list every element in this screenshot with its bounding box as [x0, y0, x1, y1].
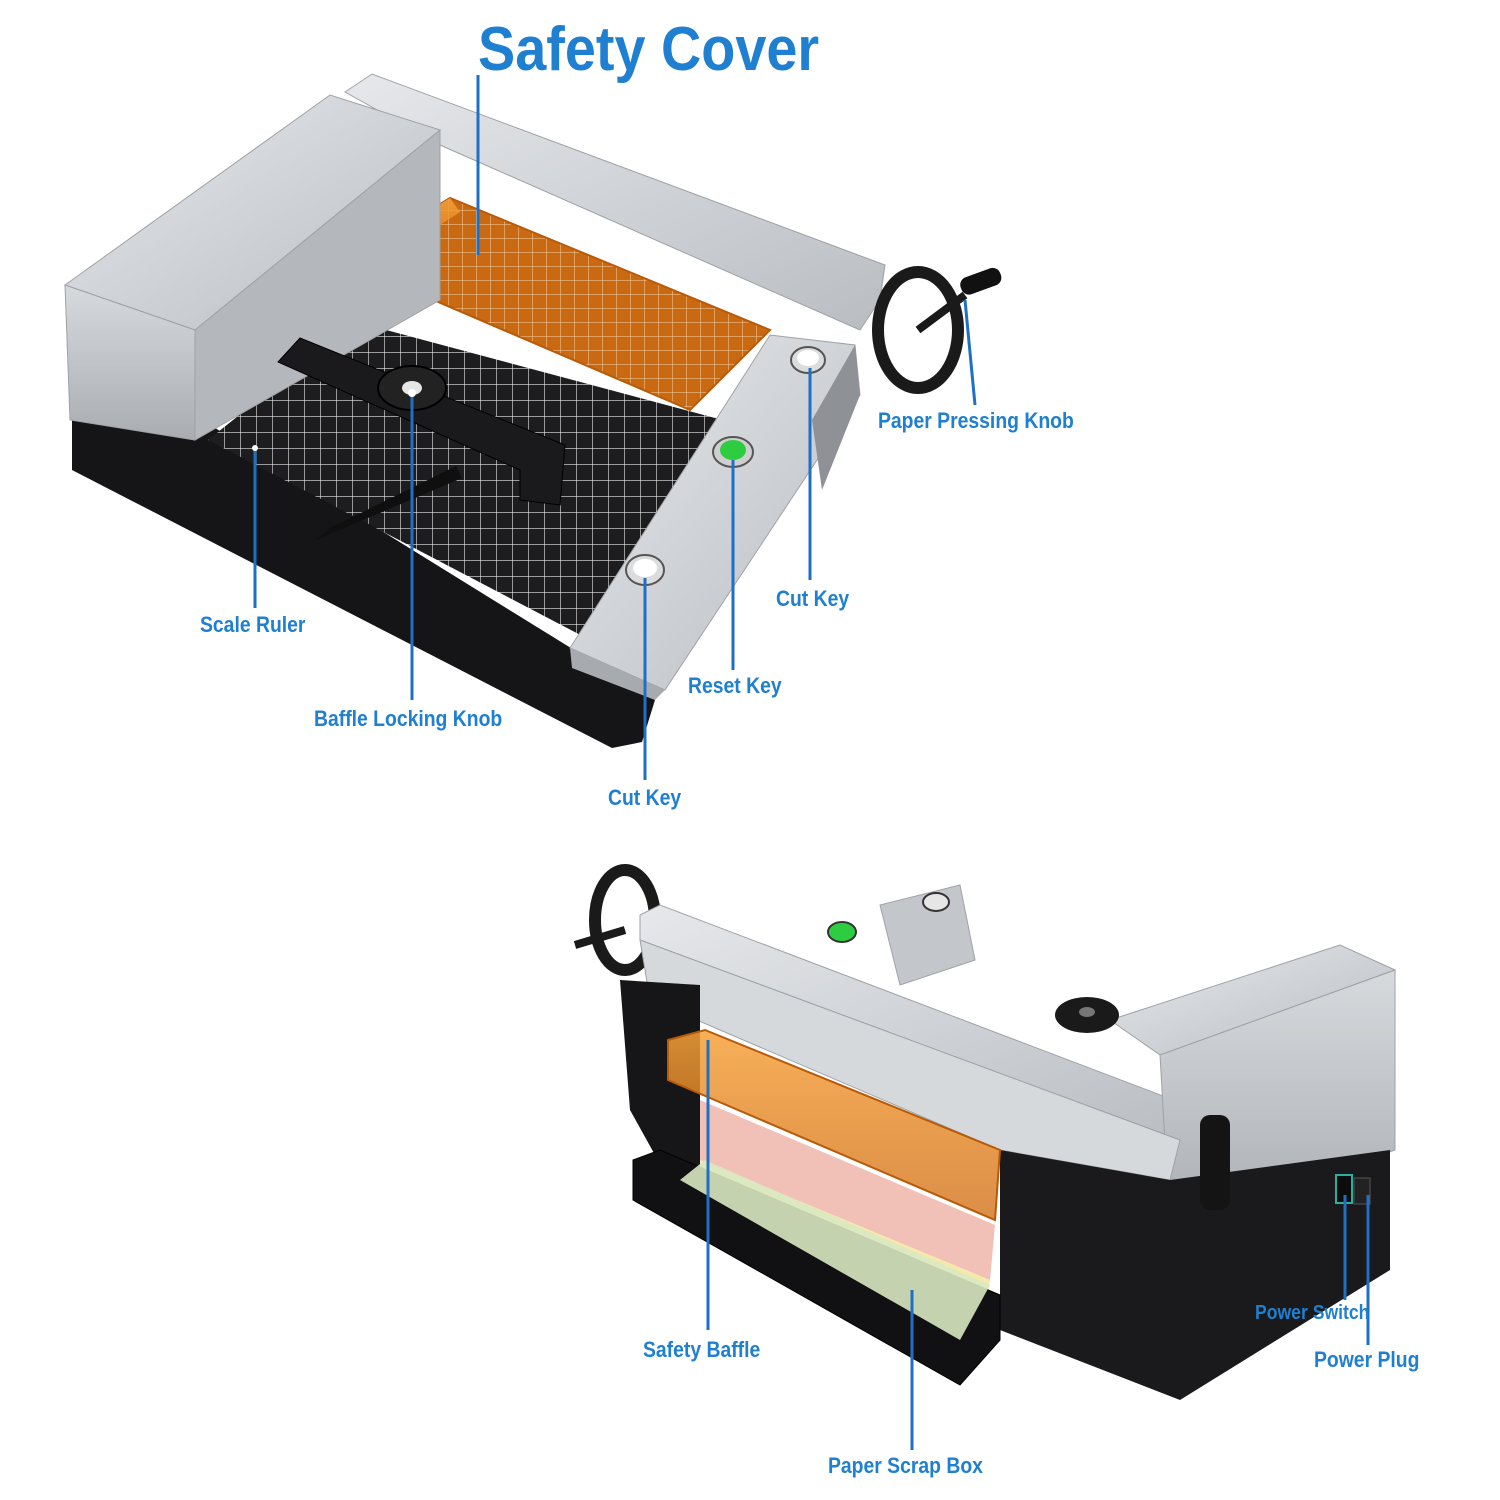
cut-key-bottom-label: Cut Key [608, 785, 682, 810]
power-plug-label: Power Plug [1314, 1347, 1420, 1372]
paper-scrap-box-label: Paper Scrap Box [828, 1453, 983, 1478]
left-housing-side [194, 128, 441, 441]
paper-pressing-knob[interactable] [872, 266, 1004, 394]
front-baffle-knob[interactable] [1055, 997, 1119, 1033]
baffle-slot [316, 466, 462, 540]
side-handle[interactable] [1200, 1115, 1230, 1210]
base-plate [72, 405, 655, 748]
left-black-upright [620, 980, 700, 1170]
right-column-front [570, 648, 665, 700]
right-column-side [812, 345, 860, 490]
safety-baffle-label: Safety Baffle [643, 1337, 761, 1362]
baffle-locking-knob-label: Baffle Locking Knob [314, 706, 503, 731]
power-switch-label: Power Switch [1255, 1302, 1370, 1324]
paper-cutter-top-view [63, 73, 1004, 748]
power-plug[interactable] [1353, 1177, 1371, 1205]
cut-key-bottom-button[interactable] [625, 554, 665, 586]
leader-lines [253, 75, 1370, 1450]
safety-baffle [667, 1028, 1002, 1222]
front-cut-button[interactable] [922, 892, 950, 912]
paper-stack [700, 1100, 995, 1280]
reset-key-label: Reset Key [688, 673, 782, 698]
paper-scrap-box [632, 1149, 1001, 1386]
lower-black-body [1000, 1150, 1390, 1400]
leader-dots [252, 389, 416, 451]
cut-key-top-button[interactable] [790, 346, 826, 374]
safety-cover-label: Safety Cover [478, 15, 820, 84]
baffle [277, 337, 566, 506]
cut-key-right-label: Cut Key [776, 586, 850, 611]
scale-ruler-label: Scale Ruler [200, 612, 306, 637]
paper-cutter-front-view [573, 864, 1397, 1400]
leader-paper-pressing-knob [963, 299, 977, 406]
baffle-locking-knob[interactable] [377, 365, 447, 411]
reset-key-button[interactable] [712, 436, 754, 468]
front-reset-button[interactable] [827, 921, 857, 943]
rear-upright [879, 884, 976, 986]
paper-pressing-knob-label: Paper Pressing Knob [878, 408, 1074, 433]
work-table-grid [208, 322, 760, 640]
